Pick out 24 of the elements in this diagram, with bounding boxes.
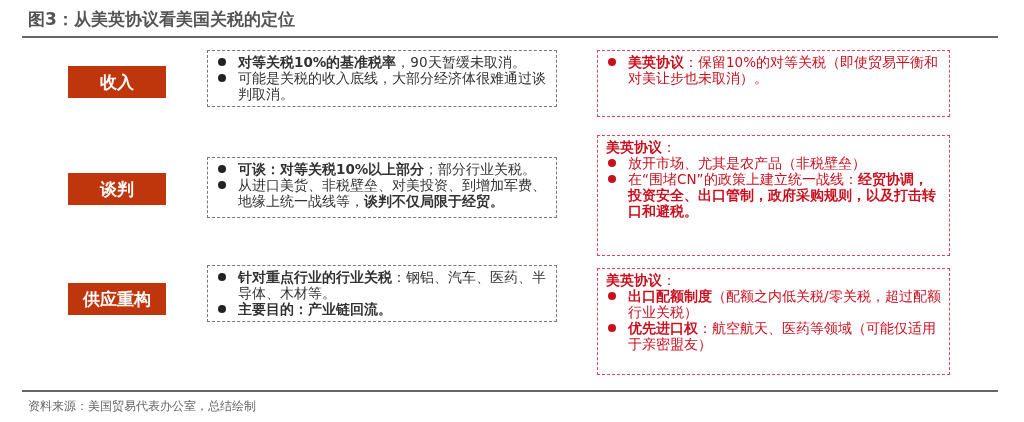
bullet-item: 放开市场、尤其是农产品（非税壁垒） xyxy=(606,155,941,171)
bullet-item: 在“围堵CN”的政策上建立统一战线：经贸协调，投资安全、出口管制，政府采购规则，以及打击转口和避税。 xyxy=(606,171,941,219)
bullet-list-box xyxy=(207,265,557,322)
bullet-item: 美英协议：保留10%的对等关税（即使贸易平衡和对美让步也未取消）。 xyxy=(606,54,941,86)
list-heading: 美英协议： xyxy=(606,139,677,155)
bullet-list-box xyxy=(207,157,557,218)
category-label: 谈判 xyxy=(68,173,166,205)
category-label: 收入 xyxy=(68,66,166,98)
category-label: 供应重构 xyxy=(68,283,166,315)
bullet-list-box xyxy=(207,50,557,107)
bullet-item: 出口配额制度（配额之内低关税/零关税，超过配额行业关税） xyxy=(606,288,941,320)
agreement-note-box xyxy=(597,268,950,375)
list-heading: 美英协议： xyxy=(606,272,677,288)
bullet-item: 可能是关税的收入底线，大部分经济体很难通过谈判取消。 xyxy=(216,70,548,102)
bullet-item: 对等关税10%的基准税率，90天暂缓未取消。 xyxy=(216,54,548,70)
source-note: 资料来源：美国贸易代表办公室，总结绘制 xyxy=(28,398,256,415)
bullet-item: 可谈：对等关税10%以上部分；部分行业关税。 xyxy=(216,161,548,177)
bullet-item: 优先进口权：航空航天、医药等领域（可能仅适用于亲密盟友） xyxy=(606,320,941,352)
agreement-note-box xyxy=(597,50,950,117)
bullet-item: 主要目的：产业链回流。 xyxy=(216,301,548,317)
bullet-item: 针对重点行业的行业关税：钢铝、汽车、医药、半导体、木材等。 xyxy=(216,269,548,301)
figure-title: 图3：从美英协议看美国关税的定位 xyxy=(28,8,295,31)
bullet-item: 从进口美货、非税壁垒、对美投资、到增加军费、地缘上统一战线等，谈判不仅局限于经贸。 xyxy=(216,177,548,209)
agreement-note-box xyxy=(597,135,950,256)
